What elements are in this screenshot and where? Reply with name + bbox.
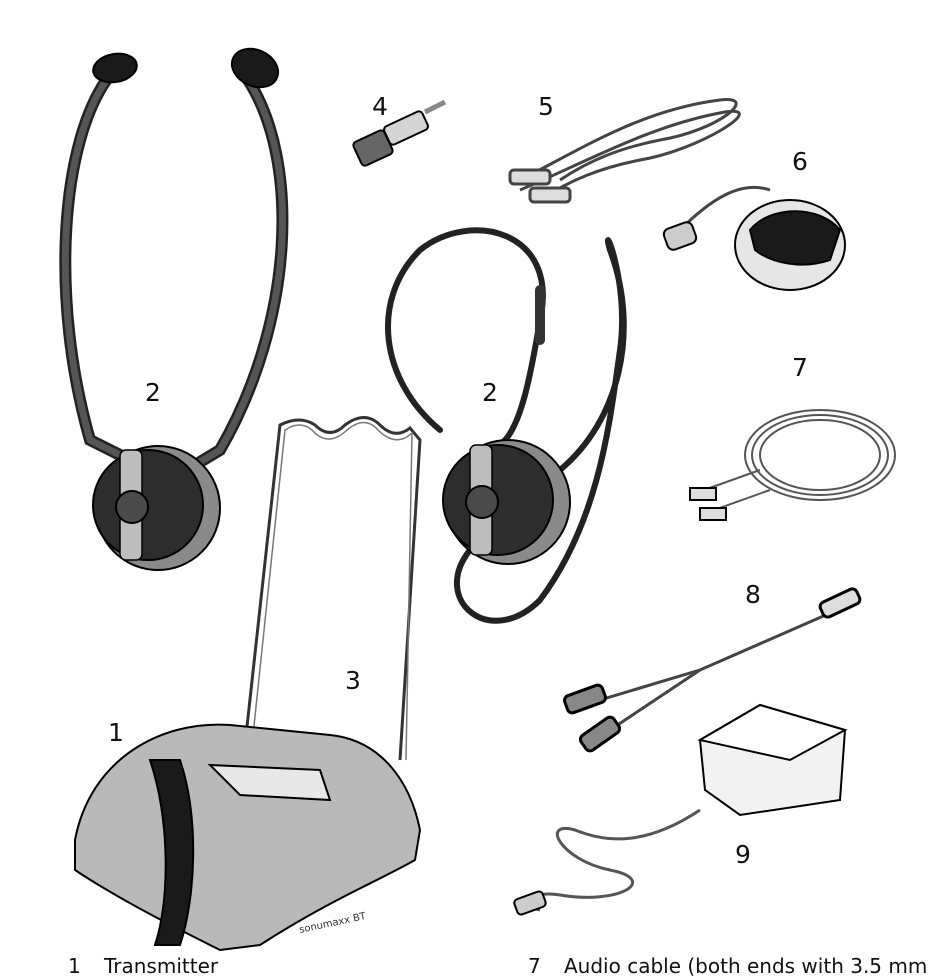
stethoscope-headset — [59, 47, 289, 571]
label-stand: 3 — [345, 666, 361, 695]
label-headset-stethoscope: 2 — [145, 378, 161, 407]
label-mic-sensor: 6 — [792, 147, 808, 176]
adapter — [352, 99, 447, 167]
wire-stand — [243, 416, 422, 761]
label-adapter: 4 — [372, 92, 388, 121]
label-power-supply: 9 — [735, 840, 751, 869]
caption-right-number: 7 — [528, 954, 541, 978]
label-headset-neckloop: 2 — [482, 378, 498, 407]
power-supply — [513, 703, 848, 916]
neckloop-headset — [384, 227, 627, 624]
caption-left: 1 Transmitter — [68, 954, 218, 978]
label-y-cable: 8 — [745, 580, 761, 609]
label-base: 1 — [108, 718, 124, 747]
rca-cable — [508, 98, 741, 204]
label-cable-jack: 7 — [792, 353, 808, 382]
mic-sensor — [662, 185, 846, 291]
transmitter-base — [74, 723, 422, 952]
label-cable-rca: 5 — [538, 92, 554, 121]
caption-right: 7 Audio cable (both ends with 3.5 mm — [528, 954, 927, 978]
audio-jack-cable — [689, 409, 896, 521]
caption-left-text: Transmitter — [104, 954, 219, 978]
caption-left-number: 1 — [68, 954, 81, 978]
y-cable — [563, 587, 862, 753]
caption-right-text: Audio cable (both ends with 3.5 mm — [564, 954, 928, 978]
